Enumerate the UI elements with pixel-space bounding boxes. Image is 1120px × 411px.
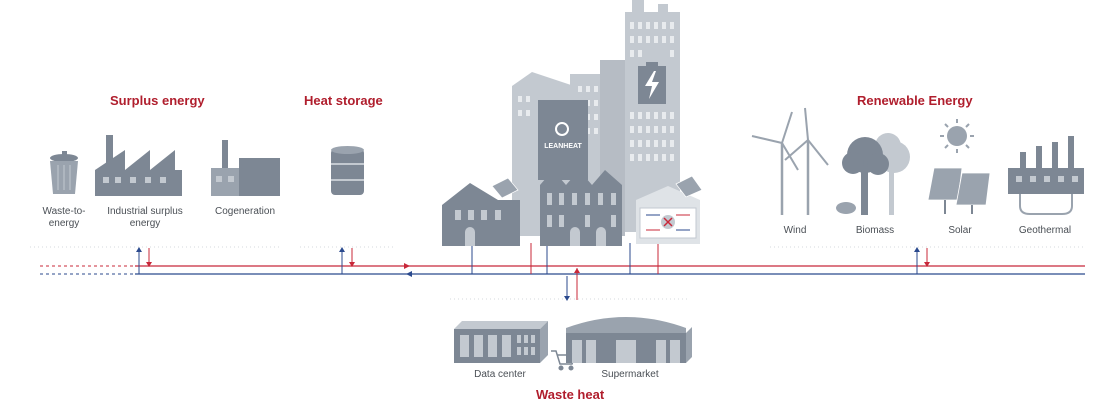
heading-renewable-energy: Renewable Energy [857, 93, 973, 108]
solar-roof-panel-icon [491, 177, 519, 199]
sun-icon [940, 119, 974, 153]
battery-icon [638, 62, 666, 104]
label-geothermal: Geothermal [1018, 225, 1072, 236]
heading-surplus-energy: Surplus energy [110, 93, 205, 108]
geothermal-plant-icon [1008, 136, 1084, 215]
label-waste-to-energy: Waste-to- energy [42, 206, 86, 229]
label-solar: Solar [948, 225, 972, 236]
label-cogeneration: Cogeneration [214, 206, 276, 217]
supermarket-icon [566, 317, 692, 363]
heading-waste-heat: Waste heat [536, 387, 605, 402]
factory-icon [95, 135, 182, 196]
pipe-network [30, 243, 1085, 301]
wind-turbine-icon [751, 107, 829, 215]
solar-panel-icon [927, 167, 991, 214]
leanheat-logo-icon [555, 122, 569, 136]
heat-exchanger-icon [661, 215, 675, 229]
data-center-icon [454, 321, 548, 363]
label-biomass: Biomass [855, 225, 895, 236]
cogeneration-plant-icon [211, 140, 280, 196]
city-buildings: LEANHEAT [442, 0, 703, 246]
storage-barrel-icon [331, 146, 364, 195]
label-supermarket: Supermarket [601, 369, 659, 380]
heading-heat-storage: Heat storage [304, 93, 383, 108]
label-wind: Wind [783, 225, 807, 236]
biomass-tree-icon [836, 133, 910, 215]
solar-roof-panel-icon [675, 175, 703, 198]
label-data-center: Data center [474, 369, 526, 380]
waste-bin-icon [50, 151, 78, 194]
leanheat-logo-text: LEANHEAT [544, 143, 582, 150]
flow-arrow-left-icon [406, 271, 412, 277]
label-industrial-surplus: Industrial surplus energy [107, 206, 183, 229]
flow-arrow-right-icon [404, 263, 410, 269]
